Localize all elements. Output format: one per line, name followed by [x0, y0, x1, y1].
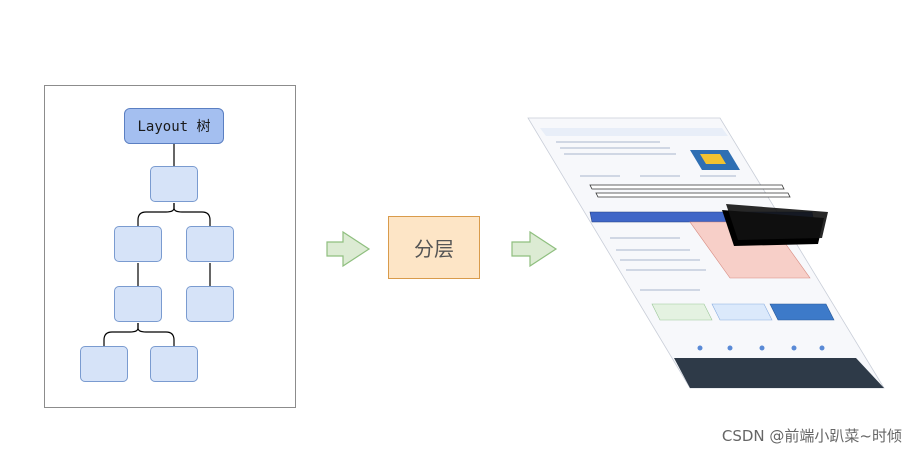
tree-node	[114, 226, 162, 262]
tree-node	[114, 286, 162, 322]
edge-l3a-l4b	[137, 323, 175, 346]
edge-l1-l2a	[137, 203, 175, 226]
edge-l3a-l4a	[103, 323, 139, 346]
layout-tree-root-node: Layout 树	[124, 108, 224, 144]
layered-page-illustration	[527, 117, 885, 389]
tree-node	[80, 346, 128, 382]
root-label: Layout 树	[137, 119, 211, 135]
layering-label: 分层	[414, 237, 454, 261]
tree-node	[150, 346, 198, 382]
edge-l1-l2b	[173, 203, 211, 226]
tree-node	[186, 286, 234, 322]
arrow-right-icon	[326, 230, 371, 268]
tree-node	[150, 166, 198, 202]
layering-step-box: 分层	[388, 216, 480, 279]
arrow-right-icon-2	[511, 230, 558, 268]
watermark-text: CSDN @前端小趴菜~时倾	[721, 427, 902, 445]
tree-node	[186, 226, 234, 262]
